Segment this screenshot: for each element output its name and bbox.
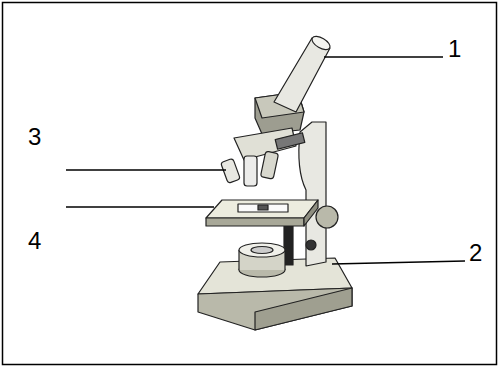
leader-line: [66, 169, 226, 170]
lamp: [239, 243, 285, 257]
frame: [3, 3, 497, 365]
stage: [206, 200, 318, 218]
eyepiece: [310, 34, 332, 53]
objective: [221, 158, 241, 183]
base-front: [198, 288, 352, 330]
arm-clip: [275, 133, 305, 149]
focus-knob: [316, 206, 338, 228]
callout-number: 3: [26, 124, 43, 150]
microscope: [198, 34, 352, 330]
leader-line: [66, 206, 214, 207]
base-side: [255, 288, 352, 330]
objective: [244, 156, 257, 186]
callout-number: 2: [467, 240, 484, 266]
slide: [238, 204, 288, 212]
callout-number: 1: [446, 36, 463, 62]
leader-line: [332, 261, 465, 264]
arm: [299, 122, 326, 266]
objective: [260, 151, 278, 179]
leader-lines: [66, 57, 465, 264]
callout-number: 4: [26, 228, 43, 254]
leader-line: [324, 56, 443, 57]
